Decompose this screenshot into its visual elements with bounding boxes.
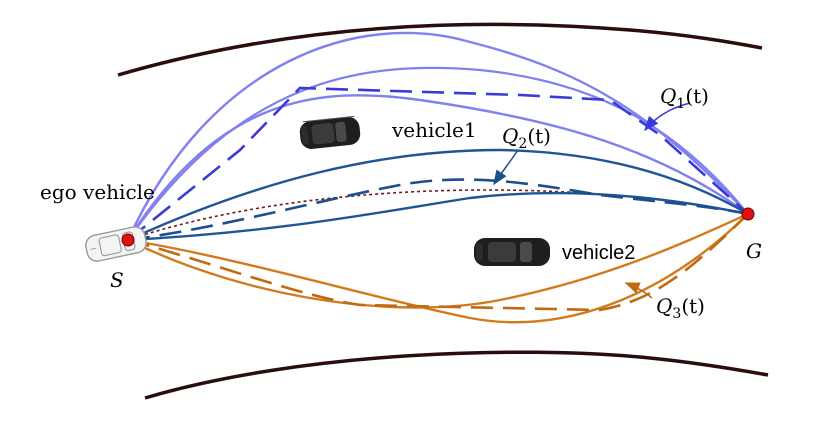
trajectory-q2-upper: [127, 148, 749, 242]
ego-car-outline-icon: [85, 226, 147, 262]
q1-leader-arrow: [644, 102, 691, 132]
ego-vehicle-label: ego vehicle: [40, 180, 155, 204]
vehicle2-car-icon: [474, 238, 550, 266]
vehicle1-car-icon: [299, 115, 361, 149]
goal-label: G: [746, 239, 762, 263]
trajectory-q1-dashed: [127, 86, 749, 242]
q3-label: Q3(t): [656, 294, 705, 322]
trajectory-q3-lower: [127, 213, 749, 324]
trajectory-q2-lower: [127, 191, 749, 242]
road-boundary-bottom: [144, 350, 769, 400]
vehicle1-label: vehicle1: [391, 118, 477, 142]
trajectory-q3-dashed: [127, 213, 749, 312]
start-label: S: [110, 268, 124, 292]
goal-point-red-dot-icon: [741, 207, 755, 221]
q2-leader-arrow: [493, 149, 519, 186]
road-boundary-top: [117, 22, 763, 77]
trajectory-q3-upper: [127, 212, 749, 309]
start-point-red-dot-icon: [121, 233, 135, 247]
trajectory-q2-dashed: [127, 178, 749, 242]
q1-label: Q1(t): [660, 84, 709, 112]
vehicle2-label: vehicle2: [562, 242, 635, 264]
q2-label: Q2(t): [502, 124, 551, 152]
trajectory-q1-lower: [126, 94, 749, 241]
q3-leader-arrow: [624, 282, 653, 299]
trajectory-q1-mid: [127, 66, 749, 241]
